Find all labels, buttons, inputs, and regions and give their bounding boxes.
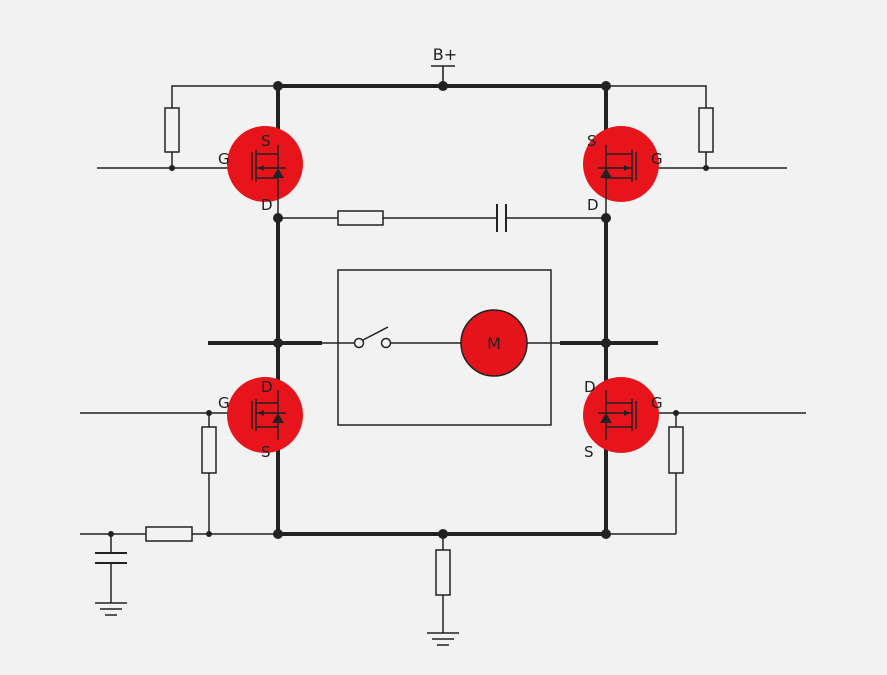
q2-drain-label: D: [587, 196, 599, 214]
thick-bus: [208, 84, 658, 536]
capacitor-snubber: [496, 204, 507, 232]
motor-enclosure: [337, 269, 552, 426]
junction-dots: [108, 81, 709, 539]
q2-source-label: S: [587, 132, 597, 150]
q4-source-label: S: [584, 443, 594, 461]
resistor-top-right: [698, 107, 714, 153]
q3-drain-label: D: [261, 378, 273, 396]
mosfet-q4: [583, 377, 659, 453]
q1-source-label: S: [261, 132, 271, 150]
motor-label: M: [487, 334, 501, 353]
mosfet-q2: [583, 126, 659, 218]
motor-icon: M: [460, 309, 528, 377]
resistor-bottom-center: [435, 549, 451, 596]
mosfet-q3: [227, 377, 303, 453]
ground-left-icon: [95, 602, 127, 616]
mosfet-q1: [227, 126, 303, 218]
resistor-bottom-left-input: [145, 526, 193, 542]
resistor-top-left: [164, 107, 180, 153]
q3-gate-label: G: [218, 394, 230, 412]
q4-gate-label: G: [651, 394, 663, 412]
q1-drain-label: D: [261, 196, 273, 214]
resistor-snubber: [337, 210, 384, 226]
q4-drain-label: D: [584, 378, 596, 396]
supply-label: B+: [433, 45, 457, 64]
q3-source-label: S: [261, 443, 271, 461]
q2-gate-label: G: [651, 150, 663, 168]
resistor-bottom-right-gate: [668, 426, 684, 474]
q1-gate-label: G: [218, 150, 230, 168]
resistor-bottom-left-gate: [201, 426, 217, 474]
switch-icon: [353, 326, 392, 349]
capacitor-bottom-left: [95, 552, 127, 564]
ground-center-icon: [427, 632, 459, 646]
